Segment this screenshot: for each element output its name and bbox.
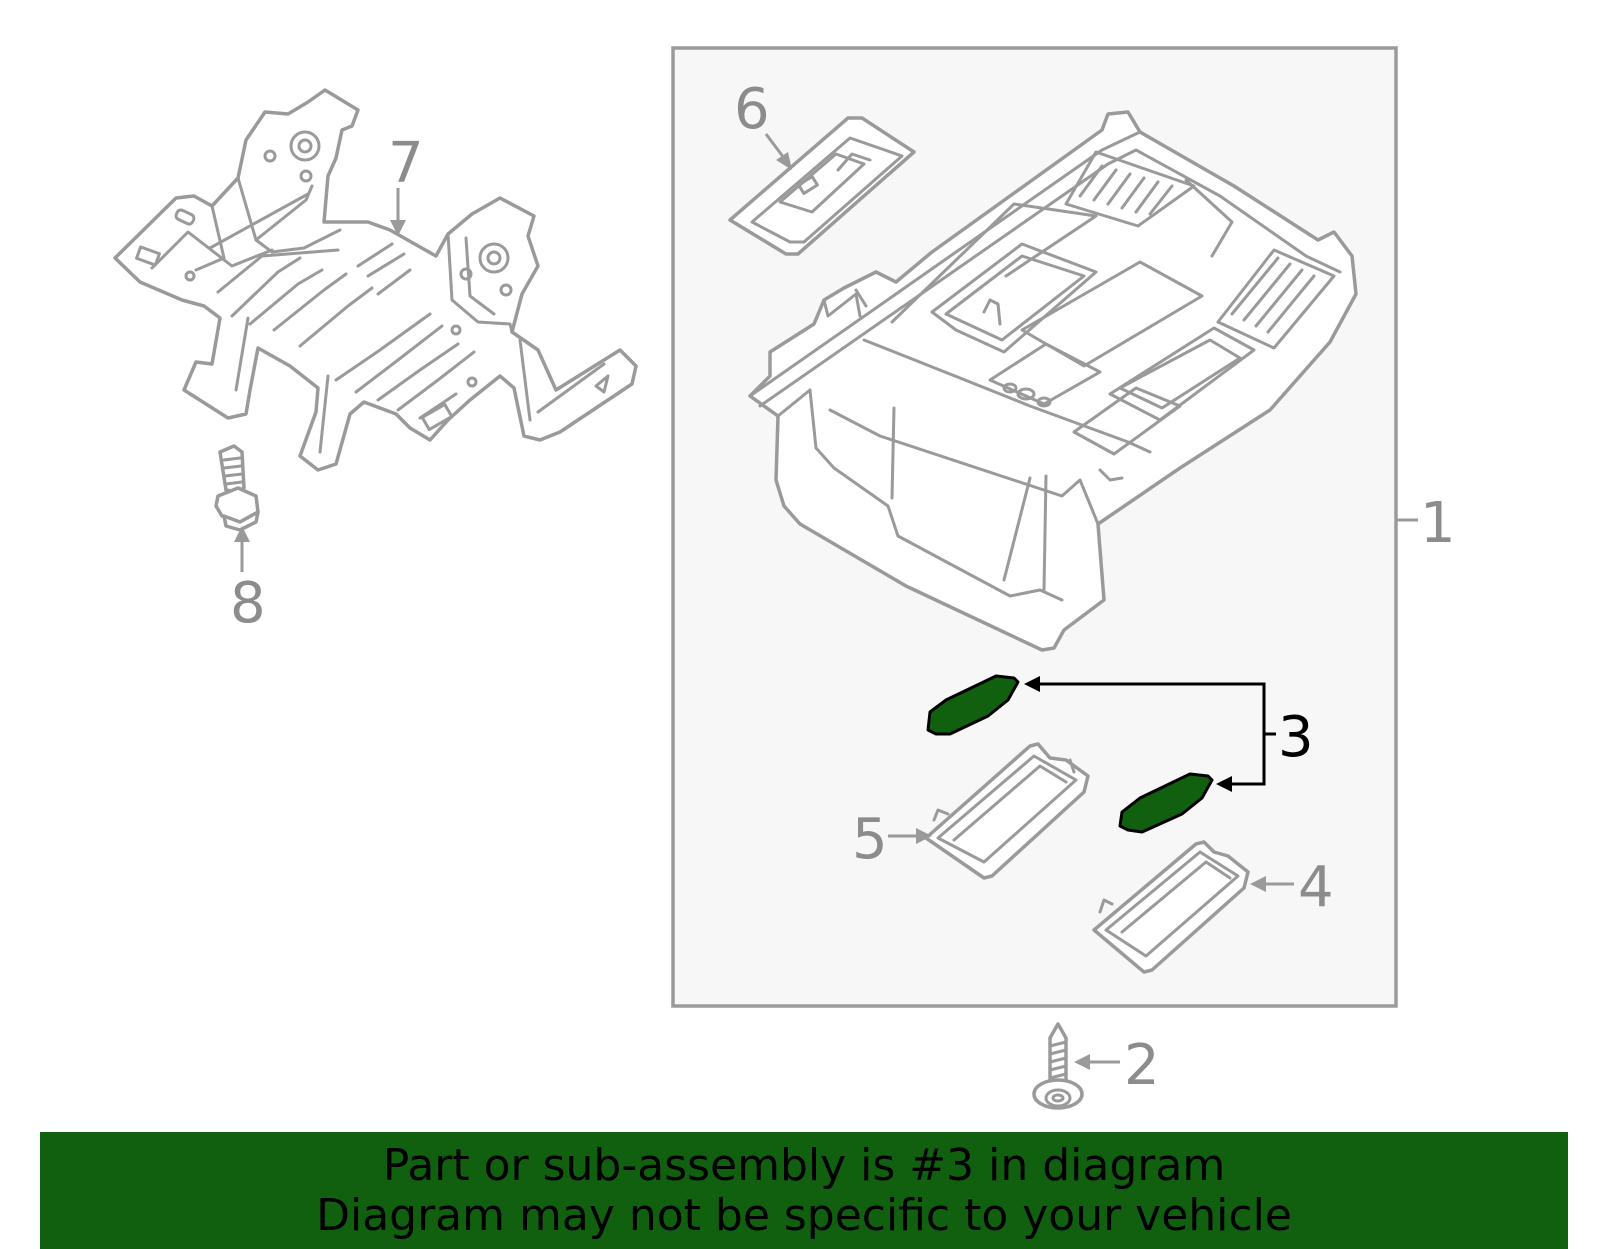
leader-6 <box>764 133 792 170</box>
leader-2 <box>1074 1054 1120 1070</box>
callout-1: 1 <box>1420 491 1456 556</box>
callout-6: 6 <box>734 77 770 142</box>
part-1-overhead-console[interactable] <box>748 110 1358 652</box>
part-5-lens[interactable] <box>924 742 1090 880</box>
leader-3 <box>1024 676 1276 792</box>
part-7-bracket[interactable] <box>113 88 638 472</box>
leader-7 <box>390 188 406 236</box>
info-banner: Part or sub-assembly is #3 in diagram Di… <box>40 1132 1568 1249</box>
callout-7: 7 <box>388 131 424 196</box>
leader-5 <box>888 828 932 844</box>
banner-line-1: Part or sub-assembly is #3 in diagram <box>382 1139 1226 1191</box>
part-6-switch-panel[interactable] <box>728 116 916 256</box>
part-8-bolt[interactable] <box>214 444 260 532</box>
callout-5: 5 <box>852 807 888 872</box>
part-3-bulb-upper[interactable] <box>926 674 1020 736</box>
callout-2: 2 <box>1124 1033 1160 1098</box>
banner-line-2: Diagram may not be specific to your vehi… <box>316 1189 1292 1241</box>
part-2-screw[interactable] <box>1032 1022 1084 1110</box>
leader-8 <box>234 526 250 572</box>
callout-3: 3 <box>1278 705 1314 770</box>
callout-8: 8 <box>230 571 266 636</box>
callout-4: 4 <box>1298 855 1334 920</box>
part-3-bulb-lower[interactable] <box>1118 772 1214 834</box>
part-4-lens[interactable] <box>1092 840 1250 974</box>
leader-4 <box>1250 876 1294 892</box>
